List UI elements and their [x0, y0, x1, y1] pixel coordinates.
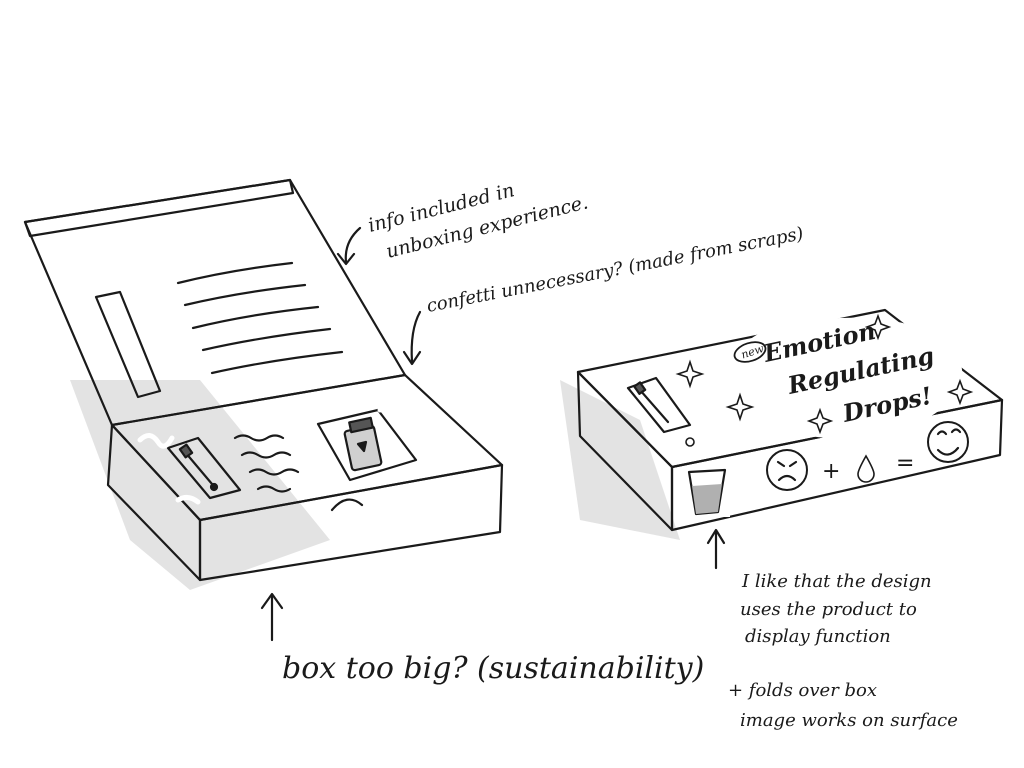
- info-arrow: [336, 226, 362, 266]
- bottle-icon: [343, 416, 383, 472]
- info-card: [94, 290, 162, 399]
- note-design-line-1: I like that the design: [741, 571, 932, 592]
- open-box: [23, 178, 504, 642]
- note-design-line-2: uses the product to: [740, 599, 917, 620]
- design-arrow: [706, 528, 726, 570]
- bottle-insert: [316, 408, 418, 482]
- note-box-size: box too big? (sustainability): [282, 651, 704, 686]
- sparkle-icons: [675, 313, 974, 435]
- note-design-line-4: + folds over box: [728, 680, 877, 701]
- closed-box: new Emotion Regulating Drops! + =: [560, 308, 1004, 570]
- equation-equals: =: [896, 451, 914, 476]
- confetti-arrow: [402, 310, 422, 366]
- glass-icon: [684, 467, 730, 517]
- box-tab: [330, 498, 364, 512]
- drop-equation-icon: [857, 454, 875, 483]
- confetti: [137, 386, 467, 505]
- dropper-insert: [166, 436, 242, 500]
- closed-box-side: [576, 370, 674, 532]
- closed-box-shadow: [560, 380, 680, 540]
- product-label: [739, 317, 963, 439]
- lid-text-lines: [176, 261, 344, 375]
- lid-dropper-insert: [626, 376, 692, 434]
- new-badge: [733, 341, 767, 363]
- note-design-line-3: display function: [745, 626, 891, 647]
- angry-face-icon: [766, 449, 808, 491]
- open-box-side: [106, 423, 202, 582]
- happy-face-icon: [927, 421, 969, 463]
- dropper-icon: [178, 443, 219, 492]
- drop-icon: [685, 437, 695, 447]
- insert-squiggles: [233, 434, 300, 493]
- equation-plus: +: [822, 459, 840, 484]
- lid-dropper-icon: [633, 381, 670, 424]
- note-design-line-5: image works on surface: [740, 710, 958, 731]
- open-box-lid-top-edge: [23, 178, 295, 238]
- box-size-arrow: [260, 592, 284, 642]
